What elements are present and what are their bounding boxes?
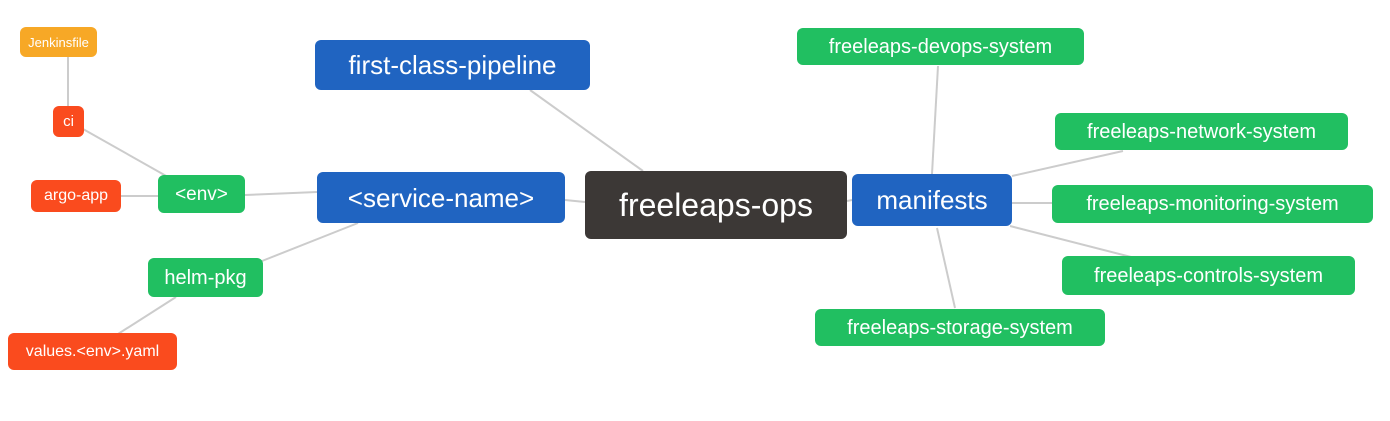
edge-service-name-helm-pkg <box>261 222 359 262</box>
edge-manifests-controls-system <box>1009 225 1136 259</box>
node-freeleaps-monitoring-system[interactable]: freeleaps-monitoring-system <box>1052 185 1373 223</box>
node-freeleaps-controls-system[interactable]: freeleaps-controls-system <box>1062 256 1355 295</box>
edge-ci-env <box>82 128 169 178</box>
node-freeleaps-storage-system[interactable]: freeleaps-storage-system <box>815 309 1105 346</box>
node-jenkinsfile[interactable]: Jenkinsfile <box>20 27 97 57</box>
edge-manifests-devops-system <box>931 65 939 175</box>
edge-manifests-network-system <box>1011 150 1124 177</box>
node-freeleaps-ops[interactable]: freeleaps-ops <box>585 171 847 239</box>
node-helm-pkg[interactable]: helm-pkg <box>148 258 263 297</box>
node-values-env-yaml[interactable]: values.<env>.yaml <box>8 333 177 370</box>
node-freeleaps-network-system[interactable]: freeleaps-network-system <box>1055 113 1348 150</box>
edge-pipeline-freeleaps-ops <box>529 89 644 172</box>
edge-manifests-storage-system <box>936 227 956 309</box>
edge-env-service-name <box>244 191 318 196</box>
node-freeleaps-devops-system[interactable]: freeleaps-devops-system <box>797 28 1084 65</box>
node-ci[interactable]: ci <box>53 106 84 137</box>
node-manifests[interactable]: manifests <box>852 174 1012 226</box>
edge-freeleaps-ops-manifests <box>846 199 853 202</box>
node-first-class-pipeline[interactable]: first-class-pipeline <box>315 40 590 90</box>
node-service-name[interactable]: <service-name> <box>317 172 565 223</box>
node-argo-app[interactable]: argo-app <box>31 180 121 212</box>
edge-helm-pkg-values-yaml <box>117 296 177 335</box>
edge-service-name-freeleaps-ops <box>564 199 586 203</box>
node-env[interactable]: <env> <box>158 175 245 213</box>
